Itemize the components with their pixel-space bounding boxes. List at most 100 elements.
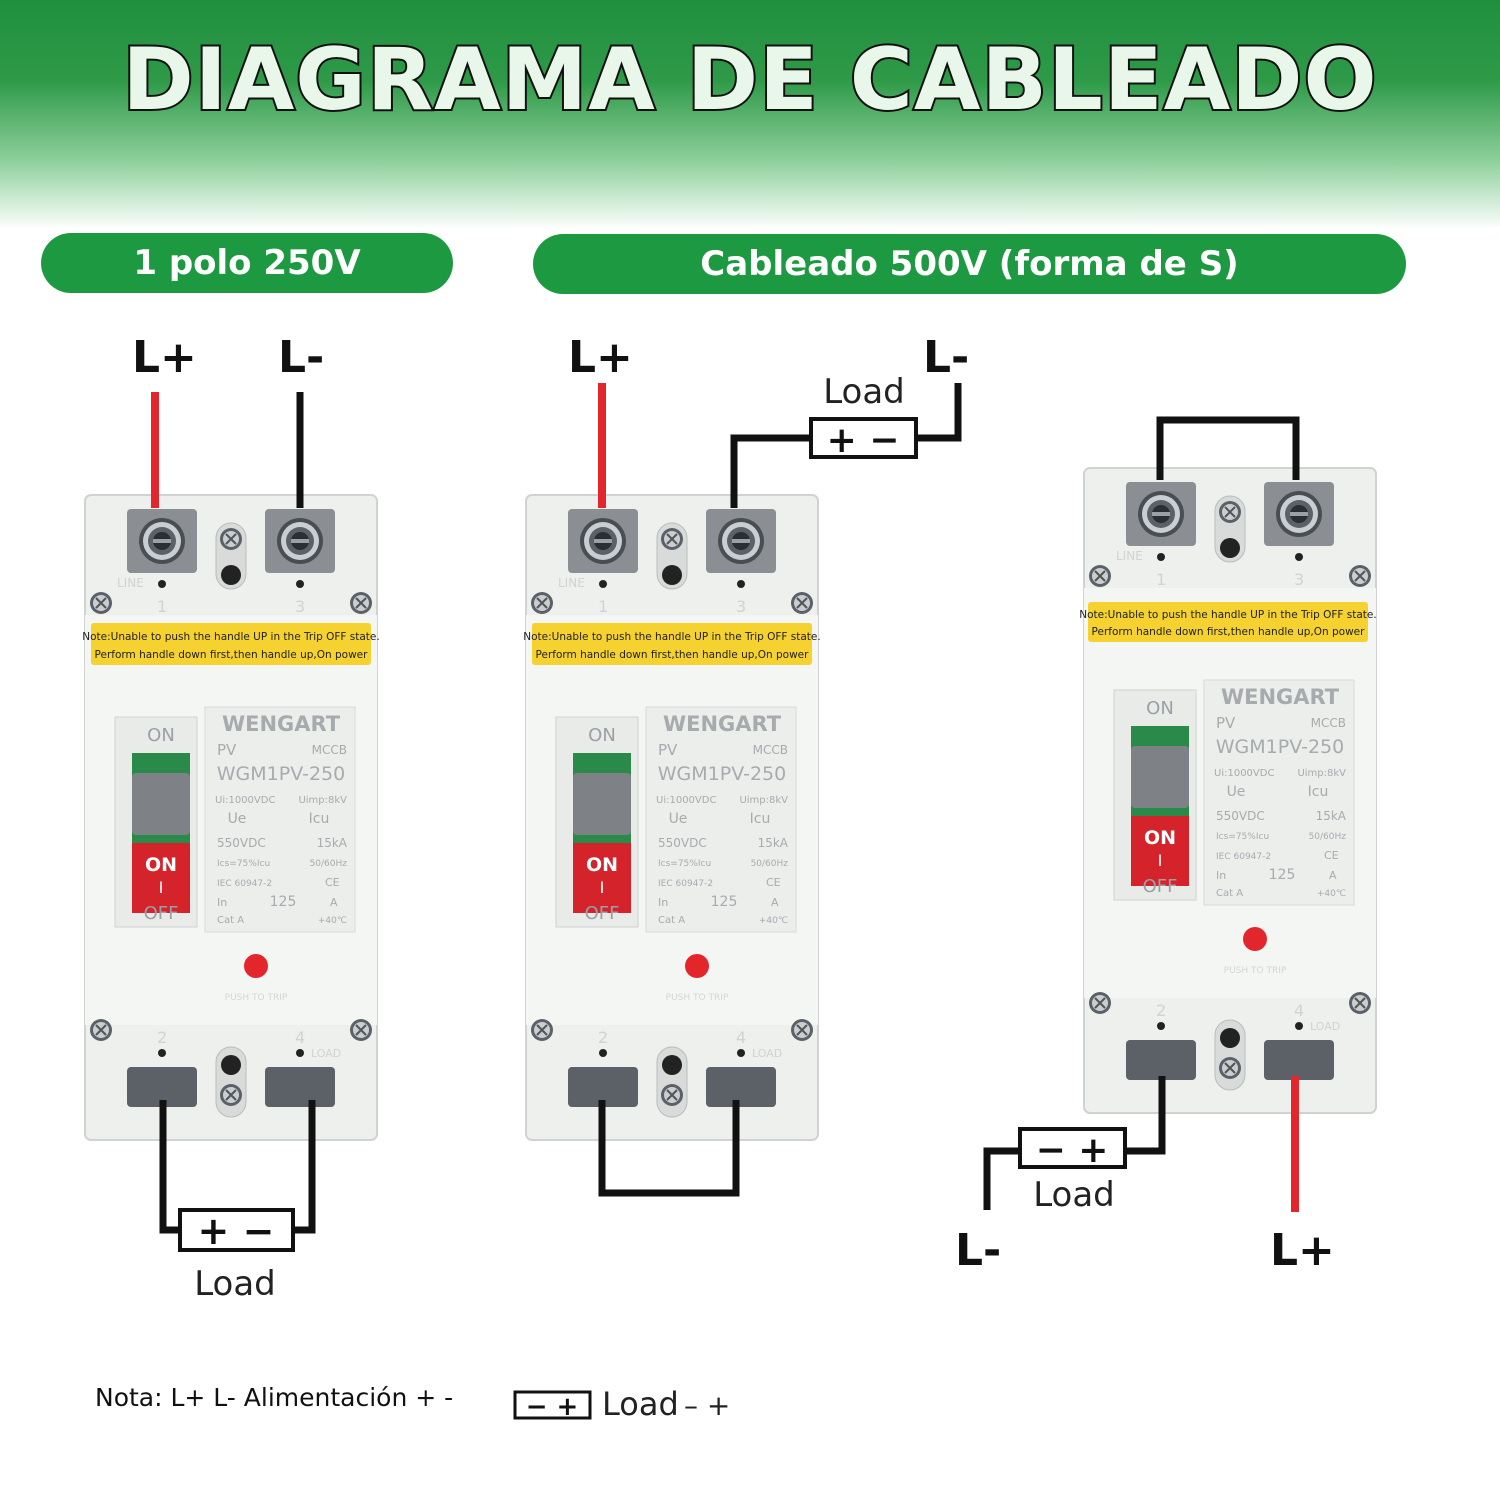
ue-label: Ue bbox=[1227, 784, 1246, 800]
load-symbol-1-signs: + − bbox=[198, 1209, 275, 1253]
terminal-4-label: 4 bbox=[736, 1028, 746, 1047]
wire-load-right bbox=[293, 1100, 316, 1234]
terminal-3-label: 3 bbox=[295, 597, 305, 616]
load-mark: LOAD bbox=[311, 1047, 341, 1060]
note-line-2: Perform handle down first,then handle up… bbox=[95, 649, 369, 661]
ics-label: Ics=75%Icu bbox=[1216, 832, 1269, 842]
cat-label: Cat A bbox=[217, 915, 244, 926]
on-mark: ON bbox=[1146, 698, 1174, 719]
category-label: MCCB bbox=[753, 743, 788, 757]
footer-note: Nota: L+ L- Alimentación + - bbox=[95, 1383, 454, 1412]
handle-mark: I bbox=[1158, 851, 1163, 870]
wire-load-to-minus bbox=[916, 383, 962, 442]
legend-load-symbol-signs: − + bbox=[526, 1392, 579, 1422]
in-value: 125 bbox=[270, 894, 297, 910]
wires-s-wiring-a bbox=[598, 383, 962, 1197]
line-mark: LINE bbox=[117, 576, 144, 590]
in-label: In bbox=[1216, 869, 1226, 882]
load-symbol-2-signs: + − bbox=[827, 420, 900, 461]
breaker-single-pole: LINE 1 3 Note:Unable to push the handle … bbox=[82, 494, 380, 1141]
load-symbol-2 bbox=[809, 417, 918, 459]
page-title: DIAGRAMA DE CABLEADO bbox=[120, 28, 1378, 132]
ce-mark: CE bbox=[766, 876, 781, 889]
temp-label: +40℃ bbox=[1317, 889, 1346, 899]
brand-label: WENGART bbox=[222, 712, 341, 736]
breaker-s-wiring-a: LINE 1 3 Note:Unable to push the handle … bbox=[523, 494, 821, 1141]
icu-value: 15kA bbox=[1316, 809, 1347, 823]
section-label-single-pole: 1 polo 250V bbox=[41, 233, 453, 293]
in-value: 125 bbox=[711, 894, 738, 910]
terminal-label-plus-1: L+ bbox=[132, 332, 197, 383]
type-label: PV bbox=[658, 741, 678, 759]
terminal-label-plus-3: L+ bbox=[1270, 1225, 1335, 1276]
trip-indicator bbox=[1243, 927, 1267, 951]
terminal-label-plus-2: L+ bbox=[568, 332, 633, 383]
terminal-label-minus-1: L- bbox=[278, 332, 324, 383]
icu-value: 15kA bbox=[317, 836, 348, 850]
load-label-3: Load bbox=[1033, 1175, 1115, 1215]
load-symbol-3-signs: − + bbox=[1036, 1130, 1109, 1171]
terminal-3-label: 3 bbox=[736, 597, 746, 616]
terminal-2-label: 2 bbox=[598, 1028, 608, 1047]
ue-value: 550VDC bbox=[1216, 809, 1265, 823]
brand-label: WENGART bbox=[663, 712, 782, 736]
terminal-1-label: 1 bbox=[157, 597, 167, 616]
ue-label: Ue bbox=[669, 811, 688, 827]
terminal-label-minus-3: L- bbox=[955, 1225, 1001, 1276]
freq-label: 50/60Hz bbox=[310, 859, 348, 869]
in-unit: A bbox=[330, 896, 338, 909]
terminal-4-label: 4 bbox=[295, 1028, 305, 1047]
temp-label: +40℃ bbox=[759, 916, 788, 926]
push-label: PUSH TO TRIP bbox=[666, 993, 729, 1003]
handle-on-label: ON bbox=[145, 854, 177, 876]
terminal-2-label: 2 bbox=[157, 1028, 167, 1047]
push-label: PUSH TO TRIP bbox=[1224, 966, 1287, 976]
uimp-label: Uimp:8kV bbox=[739, 795, 788, 806]
wire-to-load bbox=[1125, 1076, 1166, 1155]
wire-load-left bbox=[159, 1100, 180, 1234]
note-line-1: Note:Unable to push the handle UP in the… bbox=[82, 631, 379, 643]
wire-series-bridge-top bbox=[1156, 416, 1300, 480]
in-value: 125 bbox=[1269, 867, 1296, 883]
uimp-label: Uimp:8kV bbox=[1297, 768, 1346, 779]
type-label: PV bbox=[217, 741, 237, 759]
wire-series-bridge-bottom bbox=[598, 1100, 740, 1197]
wire-load-to-minus bbox=[983, 1147, 1020, 1210]
icu-label: Icu bbox=[1308, 784, 1329, 800]
off-mark: OFF bbox=[144, 903, 179, 924]
legend-load-text: Load bbox=[602, 1385, 679, 1423]
note-line-1: Note:Unable to push the handle UP in the… bbox=[1079, 609, 1376, 621]
model-label: WGM1PV-250 bbox=[217, 763, 345, 785]
on-mark: ON bbox=[147, 725, 175, 746]
ui-label: Ui:1000VDC bbox=[215, 795, 275, 806]
in-unit: A bbox=[1329, 869, 1337, 882]
icu-label: Icu bbox=[309, 811, 330, 827]
off-mark: OFF bbox=[1143, 876, 1178, 897]
ce-mark: CE bbox=[1324, 849, 1339, 862]
uimp-label: Uimp:8kV bbox=[298, 795, 347, 806]
load-label-1: Load bbox=[194, 1264, 276, 1304]
breaker-s-wiring-b: LINE 1 3 Note:Unable to push the handle … bbox=[1079, 467, 1377, 1114]
in-label: In bbox=[217, 896, 227, 909]
type-label: PV bbox=[1216, 714, 1236, 732]
legend-load-polarity: – + bbox=[684, 1389, 730, 1422]
ue-value: 550VDC bbox=[217, 836, 266, 850]
standard-label: IEC 60947-2 bbox=[217, 879, 272, 889]
handle-mark: I bbox=[600, 878, 605, 897]
cat-label: Cat A bbox=[658, 915, 685, 926]
cat-label: Cat A bbox=[1216, 888, 1243, 899]
freq-label: 50/60Hz bbox=[751, 859, 789, 869]
handle-on-label: ON bbox=[586, 854, 618, 876]
load-label-2: Load bbox=[823, 372, 905, 412]
temp-label: +40℃ bbox=[318, 916, 347, 926]
terminal-3-label: 3 bbox=[1294, 570, 1304, 589]
ui-label: Ui:1000VDC bbox=[656, 795, 716, 806]
load-symbol-1 bbox=[178, 1208, 295, 1252]
handle-on-label: ON bbox=[1144, 827, 1176, 849]
category-label: MCCB bbox=[312, 743, 347, 757]
ui-label: Ui:1000VDC bbox=[1214, 768, 1274, 779]
load-mark: LOAD bbox=[752, 1047, 782, 1060]
note-line-1: Note:Unable to push the handle UP in the… bbox=[523, 631, 820, 643]
terminal-2-label: 2 bbox=[1156, 1001, 1166, 1020]
note-line-2: Perform handle down first,then handle up… bbox=[536, 649, 810, 661]
